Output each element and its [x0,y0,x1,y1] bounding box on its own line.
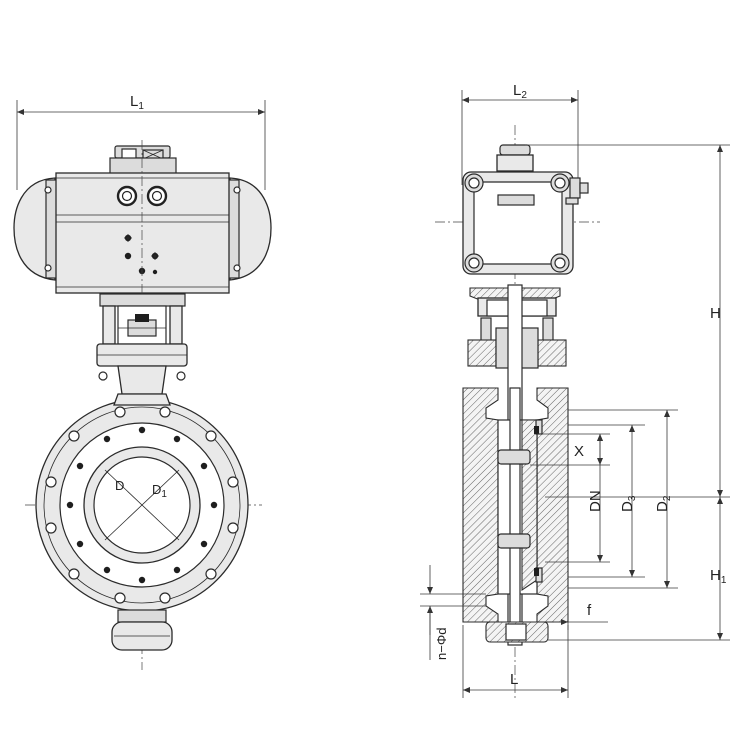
side-view: L2 [420,82,730,700]
l-dimension: L [462,625,569,698]
pneumatic-actuator [13,145,272,294]
h1-label: H1 [710,567,727,586]
h-dimension: H [525,144,730,498]
h1-dimension: H1 [548,497,730,641]
d3-label: D3 [619,495,638,512]
l1-dimension: L1 [16,93,266,190]
l2-dimension: L2 [461,82,579,185]
x-label: X [574,443,584,460]
bolt-hole-dimension: n−Φd [420,565,486,660]
l1-label: L1 [130,93,144,112]
valve-body-front: D D1 [35,393,249,651]
front-view: L1 [13,93,272,670]
valve-body-side [462,387,569,643]
mounting-bracket [96,293,188,395]
h-label: H [710,305,721,322]
actuator-side [462,144,589,275]
l-label: L [510,671,518,688]
bolt-label: n−Φd [434,628,449,660]
l2-label: L2 [513,82,527,101]
d2-dimension: D2 [568,409,678,589]
d1-label: D1 [152,482,167,500]
d-label: D [115,478,124,493]
d2-label: D2 [654,495,673,512]
dn-label: DN [587,490,604,512]
dn-dimension: DN [545,434,610,563]
d3-dimension: D3 [568,424,645,578]
f-label: f [587,602,592,619]
